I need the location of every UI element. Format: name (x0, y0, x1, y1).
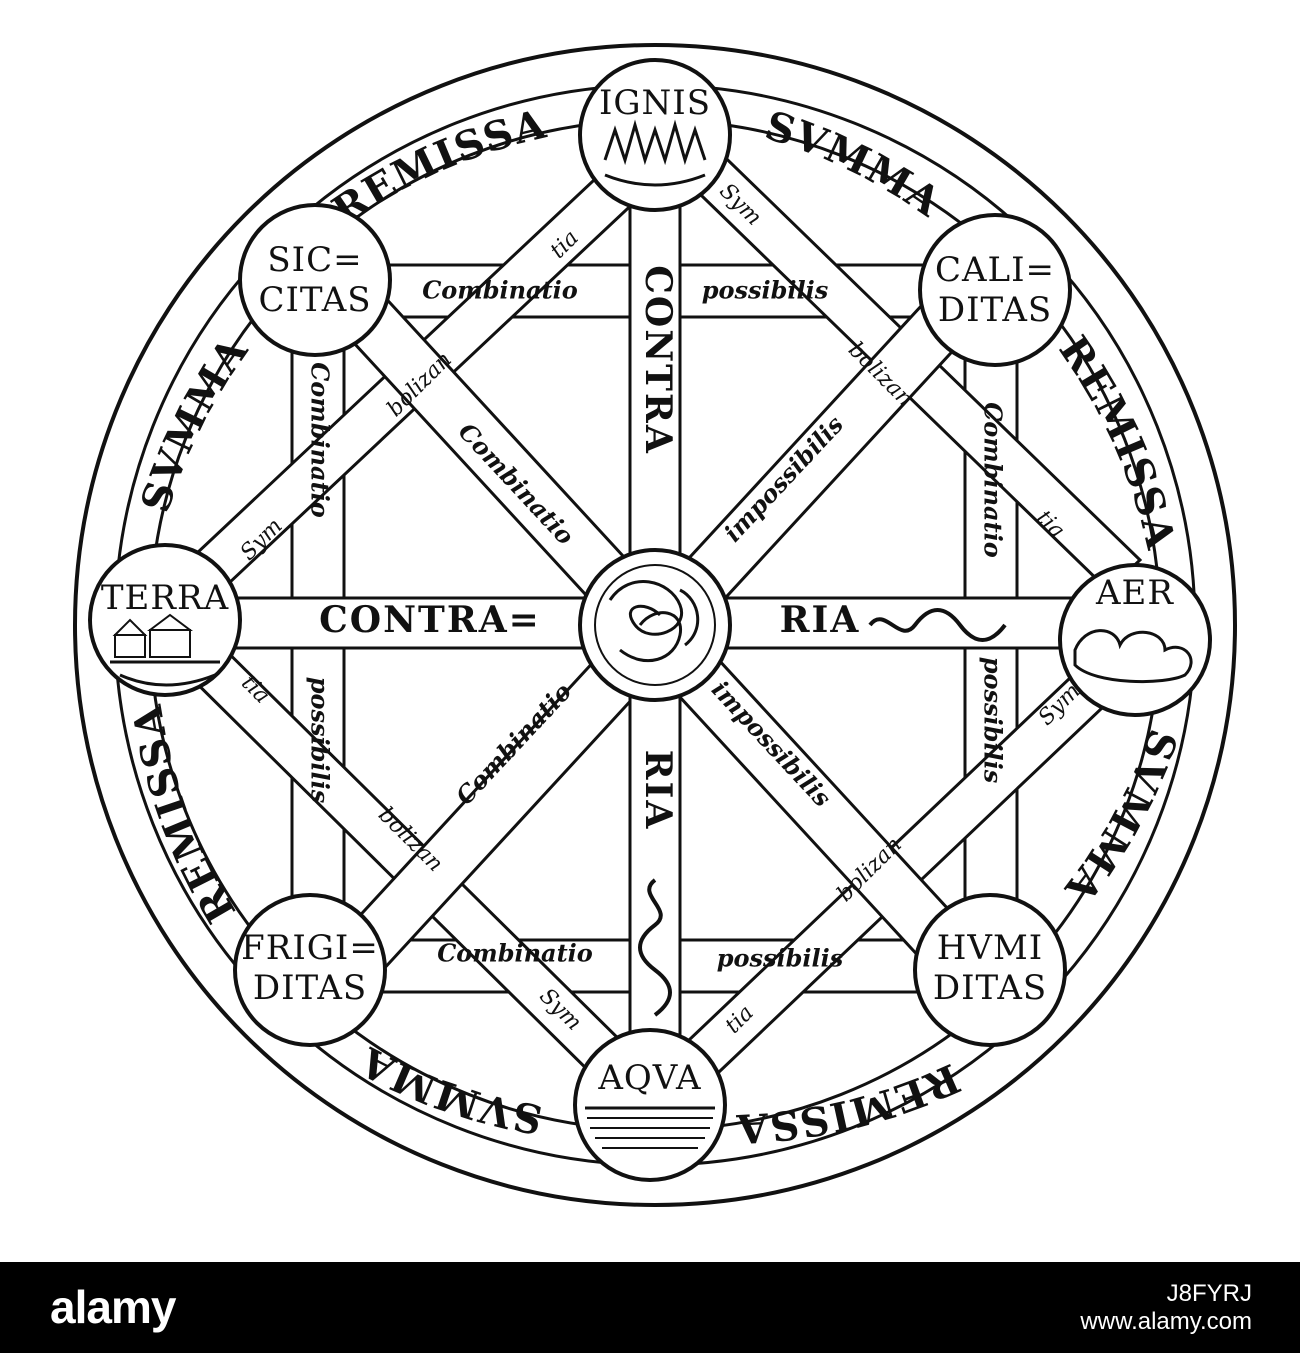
ring-label-bottom-right: REMISSA (734, 1054, 967, 1152)
diagram-svg: REMISSA SVMMA REMISSA SVMMA REMISSA SVMM… (73, 43, 1237, 1207)
node-frigiditas-label-1: FRIGI= (241, 928, 379, 968)
band-label-diag-nw: Combinatio (453, 417, 580, 551)
band-label-left-lower: possibilis (306, 677, 335, 804)
center-medallion (578, 548, 732, 702)
town-icon (110, 613, 220, 687)
node-humiditas: HVMI DITAS (913, 893, 1067, 1047)
node-humiditas-label-1: HVMI (937, 928, 1043, 968)
spoke-label-horizontal-right: RIA (780, 599, 861, 641)
band-label-right-lower: possibilis (979, 657, 1008, 784)
band-label-bottom-right: possibilis (717, 944, 844, 973)
node-aer-label: AER (1095, 573, 1174, 613)
watermark-footer: alamy J8FYRJ www.alamy.com (0, 1262, 1300, 1353)
water-waves-icon (585, 1106, 715, 1149)
node-siccitas: SIC= CITAS (238, 203, 392, 357)
node-terra-label: TERRA (101, 578, 229, 618)
node-terra: TERRA (88, 543, 242, 697)
clouds-icon (1073, 629, 1193, 683)
band-label-left-upper: Combinatio (306, 362, 335, 518)
squiggle-right (868, 608, 1007, 642)
spoke-label-horizontal-left: CONTRA= (319, 599, 541, 641)
ring-label-right-lower: SVMMA (1055, 723, 1187, 912)
node-aer: AER (1058, 563, 1212, 717)
node-calliditas-label-2: DITAS (938, 290, 1052, 330)
image-id: J8FYRJ (1166, 1280, 1252, 1307)
node-aqua: AQVA (573, 1028, 727, 1182)
chaos-swirl-icon (608, 580, 700, 663)
squiggle-bottom (638, 878, 672, 1017)
spoke-label-vertical-lower: RIA (637, 750, 679, 831)
ring-label-top-left: REMISSA (324, 100, 552, 234)
band-label-top-right: possibilis (702, 276, 829, 305)
node-siccitas-label-2: CITAS (258, 280, 371, 320)
band-label-bottom-left: Combinatio (437, 939, 593, 968)
band-label-top-left: Combinatio (422, 276, 578, 305)
spoke-label-vertical-upper: CONTRA (637, 265, 679, 455)
node-frigiditas-label-2: DITAS (253, 968, 367, 1008)
elements-diagram: REMISSA SVMMA REMISSA SVMMA REMISSA SVMM… (73, 43, 1237, 1207)
node-ignis: IGNIS (578, 58, 732, 212)
node-frigiditas: FRIGI= DITAS (233, 893, 387, 1047)
image-id-block: J8FYRJ www.alamy.com (1080, 1280, 1252, 1336)
center-inner-circle (594, 564, 716, 686)
band-label-right-upper: Combinatio (979, 402, 1008, 558)
ring-label-top-right: SVMMA (760, 102, 951, 227)
node-humiditas-label-2: DITAS (933, 968, 1047, 1008)
node-siccitas-label-1: SIC= (267, 240, 362, 280)
node-ignis-label: IGNIS (599, 83, 711, 123)
outer-ring (73, 43, 1237, 1207)
flames-icon (603, 119, 707, 166)
node-calliditas-label-1: CALI= (935, 250, 1055, 290)
center-circle (578, 548, 732, 702)
node-calliditas: CALI= DITAS (918, 213, 1072, 367)
site-url: www.alamy.com (1080, 1308, 1252, 1335)
ring-label-bottom-left: SVMMA (352, 1037, 546, 1143)
ring-label-left-upper: SVMMA (132, 327, 258, 517)
alamy-logo: alamy (50, 1281, 176, 1333)
node-aqua-label: AQVA (597, 1058, 701, 1098)
